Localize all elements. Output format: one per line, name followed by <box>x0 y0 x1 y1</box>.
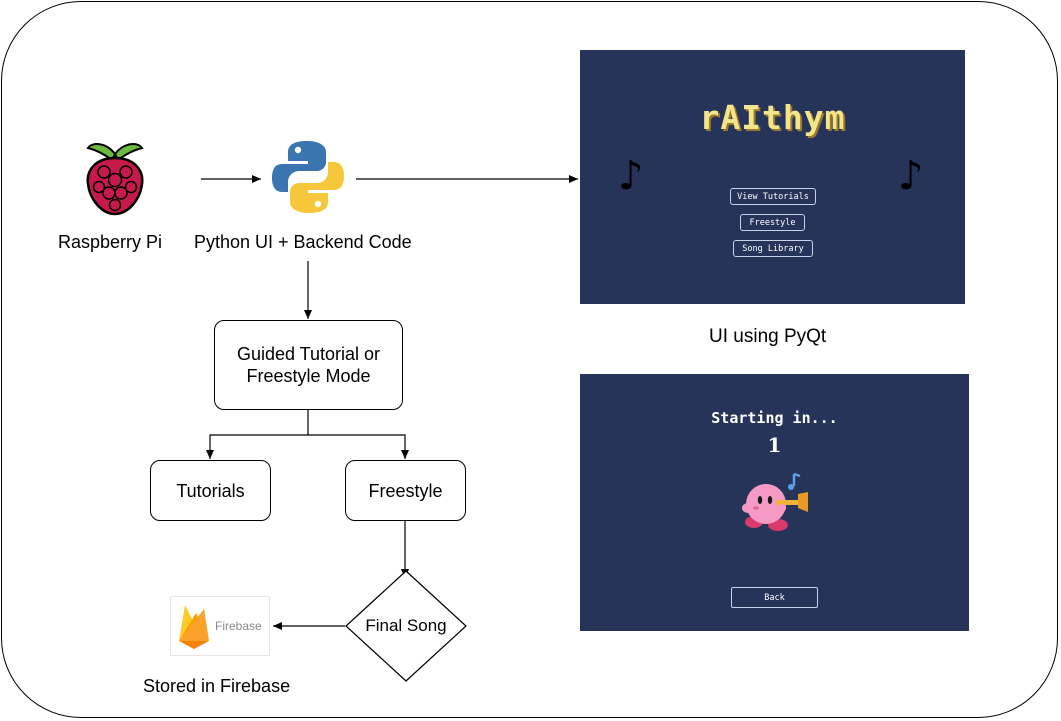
firebase-caption: Stored in Firebase <box>143 676 291 696</box>
kirby-trumpet-icon <box>742 472 814 537</box>
edge-mode-freestyle <box>308 434 409 459</box>
app-title: rAIthym <box>699 98 846 137</box>
final-song-diamond <box>345 570 467 682</box>
freestyle-label: Freestyle <box>368 480 443 501</box>
firebase-logo-text: Firebase <box>215 619 262 633</box>
view-tutorials-button[interactable]: View Tutorials <box>730 188 816 205</box>
python-label: Python UI + Backend Code <box>194 232 412 252</box>
firebase-card: Firebase <box>170 596 270 656</box>
song-library-button[interactable]: Song Library <box>733 240 813 257</box>
python-icon <box>270 139 346 220</box>
back-button[interactable]: Back <box>731 587 818 608</box>
raspberry-pi-label: Raspberry Pi <box>58 232 163 252</box>
freestyle-node: Freestyle <box>345 460 466 521</box>
tutorials-label: Tutorials <box>176 480 245 501</box>
tutorials-node: Tutorials <box>150 460 271 521</box>
music-note-icon: ♪ <box>618 153 644 199</box>
countdown-number: 1 <box>767 433 782 457</box>
firebase-icon <box>179 605 209 649</box>
freestyle-button[interactable]: Freestyle <box>740 214 805 231</box>
edge-mode-split <box>206 410 309 459</box>
starting-text: Starting in... <box>711 409 838 427</box>
menu-screenshot <box>580 50 965 304</box>
music-note-icon: ♪ <box>898 153 924 199</box>
raspberry-pi-icon <box>82 140 148 221</box>
mode-label-line1: Guided Tutorial or <box>236 344 381 364</box>
mode-label-line2: Freestyle Mode <box>246 366 371 386</box>
ui-caption: UI using PyQt <box>709 326 827 347</box>
mode-node: Guided Tutorial or Freestyle Mode <box>214 320 403 410</box>
final-song-label: Final Song <box>365 616 447 635</box>
